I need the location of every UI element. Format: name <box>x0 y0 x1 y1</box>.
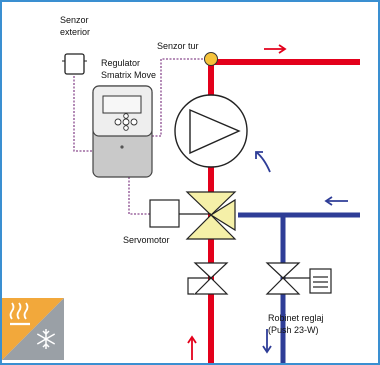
shutoff-valve-supply <box>187 262 229 295</box>
snowflake-icon <box>36 329 56 349</box>
exterior-sensor <box>62 53 87 75</box>
heat-waves-icon <box>9 302 30 326</box>
return-pipe <box>238 212 360 363</box>
rotation-arrow-icon <box>255 151 271 173</box>
flow-arrow-supply-out <box>264 44 287 54</box>
label-valve-1: Robinet reglaj <box>268 313 324 323</box>
label-sensor-flow: Senzor tur <box>157 41 199 51</box>
flow-arrow-return-in <box>324 196 348 206</box>
flow-arrow-return-down <box>262 329 272 354</box>
wire-exterior-sensor <box>73 76 93 152</box>
circulation-pump <box>174 94 248 168</box>
balancing-valve-return <box>265 262 332 295</box>
label-regulator-1: Regulator <box>101 58 140 68</box>
diagram-canvas: Senzor exterior Senzor tur Regulator Sma… <box>2 15 360 363</box>
label-sensor-exterior-1: Senzor <box>60 15 89 25</box>
mixing-valve <box>185 191 237 240</box>
label-regulator-2: Smatrix Move <box>101 70 156 80</box>
wire-servomotor <box>128 177 150 215</box>
signal-wires <box>73 58 207 215</box>
rotation-arrow-head <box>255 151 263 159</box>
label-valve-2: (Push 23-W) <box>268 325 319 335</box>
label-sensor-exterior-2: exterior <box>60 27 90 37</box>
regulator-device <box>92 85 153 178</box>
heating-cooling-badge <box>2 298 64 360</box>
servomotor <box>149 199 211 228</box>
wire-flow-sensor <box>152 58 207 137</box>
label-servomotor: Servomotor <box>123 235 170 245</box>
flow-sensor <box>204 52 218 66</box>
flow-arrow-supply-up <box>187 335 197 360</box>
